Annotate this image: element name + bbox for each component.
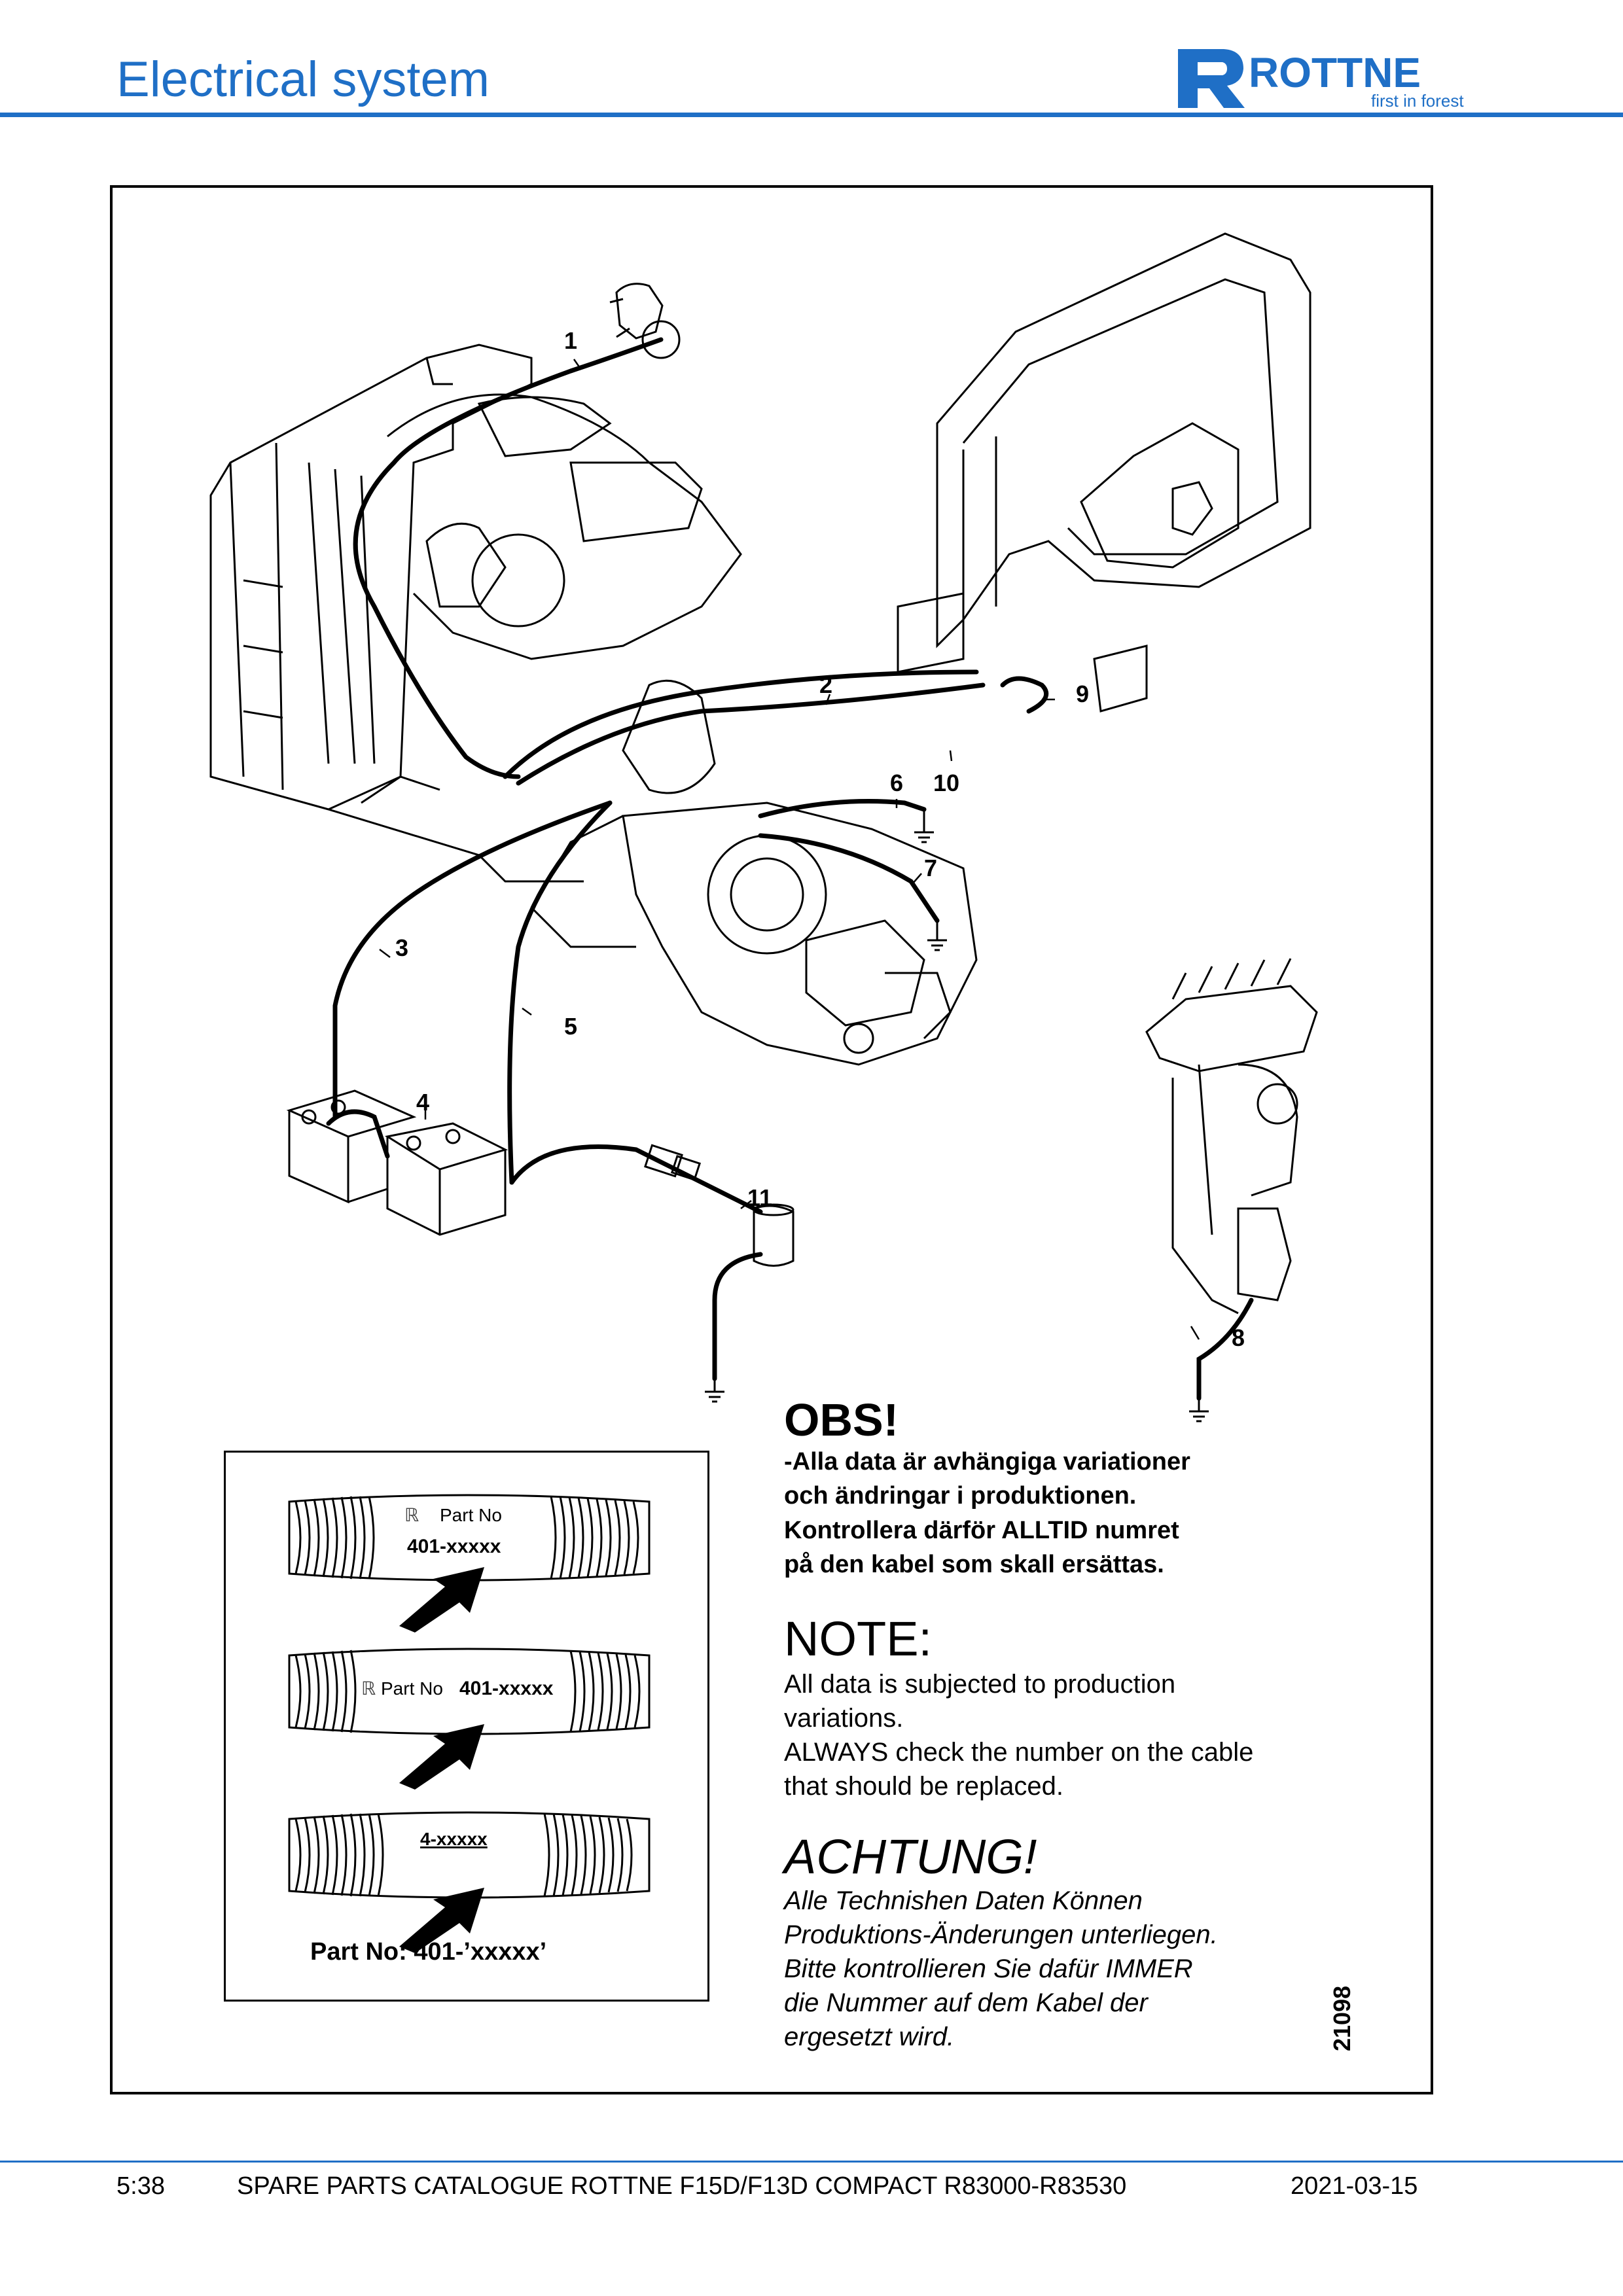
footer-catalogue-title: SPARE PARTS CATALOGUE ROTTNE F15D/F13D C… xyxy=(237,2172,1127,2200)
note-line: variations. xyxy=(784,1704,904,1733)
rottne-logo-mark xyxy=(1178,49,1245,108)
cable-1 xyxy=(353,337,664,779)
cable-8 xyxy=(1196,1298,1254,1401)
label-3-number: 4-xxxxx xyxy=(420,1829,488,1849)
cable-label-legend xyxy=(224,1451,709,2002)
achtung-line: Produktions-Änderungen unterliegen. xyxy=(784,1920,1218,1949)
achtung-title: ACHTUNG! xyxy=(784,1829,1037,1884)
cable-6 xyxy=(758,799,927,819)
cab-panel xyxy=(897,232,1311,713)
cable-9 xyxy=(1000,676,1049,714)
callout-5: 5 xyxy=(564,1013,578,1040)
cable-10 xyxy=(516,682,986,786)
footer-page-number: 5:38 xyxy=(116,2172,165,2200)
achtung-line: Bitte kontrollieren Sie dafür IMMER xyxy=(784,1954,1193,1983)
note-line: All data is subjected to production xyxy=(784,1670,1176,1699)
cable-label-example-2: ℝ Part No 401-xxxxx xyxy=(288,1648,651,1735)
ground-symbol-7 xyxy=(927,921,947,951)
arrow-1 xyxy=(399,1567,484,1633)
achtung-line: ergesetzt wird. xyxy=(784,2022,955,2051)
label-1-number: 401-xxxxx xyxy=(407,1536,501,1557)
obs-line: Kontrollera därför ALLTID numret xyxy=(784,1517,1179,1544)
cables xyxy=(326,337,1254,1401)
cable-label-example-1: ℝ Part No 401-xxxxx xyxy=(288,1494,651,1581)
rottne-logo-text: ROTTNE xyxy=(1249,49,1421,96)
ground-symbol-8 xyxy=(1189,1398,1209,1422)
callout-leaders xyxy=(379,359,1200,1340)
rottne-logo: ROTTNE first in forest xyxy=(1178,49,1464,111)
cable-11-ground xyxy=(712,1252,763,1381)
obs-line: och ändringar i produktionen. xyxy=(784,1482,1137,1510)
label-1-logo: ℝ xyxy=(404,1505,419,1525)
obs-title: OBS! xyxy=(784,1394,899,1445)
note-line: that should be replaced. xyxy=(784,1772,1063,1801)
callout-10: 10 xyxy=(933,769,960,796)
alternator xyxy=(609,283,681,359)
cable-3 xyxy=(332,800,613,1120)
footer-rule xyxy=(0,2161,1623,2163)
figure-number: 21098 xyxy=(1329,1985,1355,2051)
footer-date: 2021-03-15 xyxy=(1291,2172,1418,2200)
callout-7: 7 xyxy=(924,855,938,881)
ground-symbol-6 xyxy=(914,809,934,843)
label-2-part-no: Part No xyxy=(381,1678,443,1699)
engine-assembly xyxy=(209,344,742,883)
callout-1: 1 xyxy=(564,327,578,354)
label-2-number: 401-xxxxx xyxy=(459,1678,554,1699)
label-2-logo: ℝ xyxy=(361,1678,376,1699)
label-1-part-no: Part No xyxy=(440,1505,502,1525)
achtung-line: Alle Technishen Daten Können xyxy=(784,1886,1143,1915)
obs-line: -Alla data är avhängiga variationer xyxy=(784,1448,1190,1475)
arrow-2 xyxy=(399,1724,484,1790)
cable-2 xyxy=(503,669,979,779)
diagram-frame xyxy=(110,185,1433,2094)
cable-4 xyxy=(326,1109,390,1159)
valve-block-assembly xyxy=(1145,958,1318,1315)
page-title: Electrical system xyxy=(116,52,490,107)
callout-3: 3 xyxy=(395,934,409,961)
cable-5 xyxy=(507,800,613,1185)
transmission-assembly xyxy=(530,802,978,1066)
achtung-line: die Nummer auf dem Kabel der xyxy=(784,1988,1148,2017)
callout-4: 4 xyxy=(416,1089,430,1116)
note-title: NOTE: xyxy=(784,1612,933,1666)
legend-caption: Part No: 401-’xxxxx’ xyxy=(310,1938,547,1966)
arrow-3 xyxy=(399,1888,484,1953)
note-line: ALWAYS check the number on the cable xyxy=(784,1738,1254,1767)
batteries xyxy=(286,1089,508,1236)
cable-11 xyxy=(509,1144,763,1214)
callout-8: 8 xyxy=(1232,1324,1245,1351)
ground-symbol-11 xyxy=(705,1379,724,1403)
callout-6: 6 xyxy=(890,769,904,796)
cable-7 xyxy=(758,833,940,923)
callout-2: 2 xyxy=(819,671,833,698)
rottne-logo-tagline: first in forest xyxy=(1371,91,1464,111)
electrical-wiring-diagram xyxy=(209,232,1318,1422)
cable-label-example-3: 4-xxxxx xyxy=(288,1811,651,1899)
callout-9: 9 xyxy=(1076,680,1090,707)
obs-line: på den kabel som skall ersättas. xyxy=(784,1551,1164,1578)
header-rule xyxy=(0,113,1623,117)
callout-11: 11 xyxy=(747,1184,773,1211)
ground-symbols xyxy=(705,809,1209,1422)
